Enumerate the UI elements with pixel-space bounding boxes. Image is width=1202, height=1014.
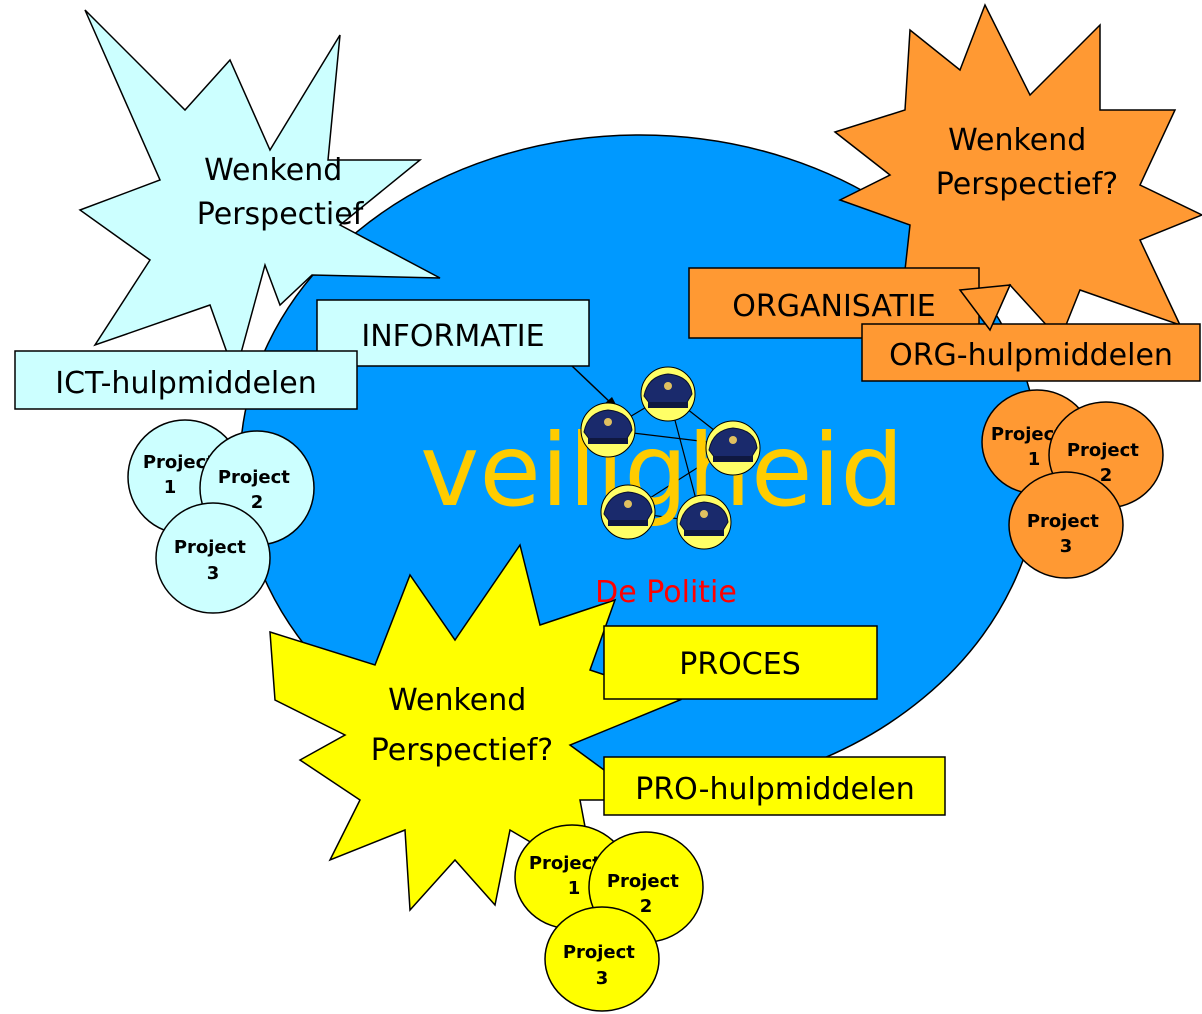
org-tools-label: ORG-hulpmiddelen bbox=[889, 338, 1173, 373]
ict-project-3 bbox=[155, 502, 271, 614]
police-cap-icon bbox=[640, 366, 696, 422]
org-tools-box bbox=[861, 323, 1201, 382]
ict-burst-line2: Perspectief bbox=[197, 197, 365, 232]
informatie-arrow bbox=[571, 365, 613, 405]
organisatie-burst-line2: Perspectief? bbox=[936, 167, 1118, 202]
proces-burst-line2: Perspectief? bbox=[371, 733, 553, 768]
pro-tools-label: PRO-hulpmiddelen bbox=[635, 772, 915, 807]
pro-tools-box bbox=[603, 756, 946, 816]
proces-burst-line1: Wenkend bbox=[388, 683, 526, 718]
svg-text:Project 2: Project 2 bbox=[218, 467, 296, 513]
organisatie-starburst-spike bbox=[958, 284, 1012, 332]
ict-burst-line1: Wenkend bbox=[204, 153, 342, 188]
ict-tools-box bbox=[14, 350, 358, 410]
informatie-label: INFORMATIE bbox=[361, 319, 544, 354]
organisatie-project-2-line1: Project bbox=[1067, 440, 1139, 461]
ict-project-1-line2: 1 bbox=[164, 477, 177, 498]
organisatie-project-3-line2: 3 bbox=[1060, 536, 1073, 557]
organisatie-starburst bbox=[833, 3, 1202, 342]
proces-project-3-line2: 3 bbox=[596, 968, 609, 989]
police-cap-icon bbox=[705, 420, 761, 476]
svg-text:Wenkend Perspectief?: Wenkend Perspectief? bbox=[936, 123, 1118, 202]
proces-label: PROCES bbox=[679, 647, 801, 682]
proces-project-1-line2: 1 bbox=[568, 878, 581, 899]
organisatie-project-1-line2: 1 bbox=[1028, 449, 1041, 470]
proces-project-3 bbox=[544, 906, 660, 1012]
center-title: veiligheid bbox=[420, 412, 904, 529]
ict-projects: Project 1 Project 2 Project 3 bbox=[127, 419, 315, 614]
proces-project-2-line2: 2 bbox=[640, 896, 653, 917]
organisatie-project-3 bbox=[1008, 471, 1124, 579]
ict-tools-label: ICT-hulpmiddelen bbox=[55, 366, 317, 401]
police-cap-icon bbox=[600, 484, 656, 540]
proces-project-1-line1: Project bbox=[529, 853, 601, 874]
svg-text:Wenkend Perspectief?: Wenkend Perspectief? bbox=[371, 683, 553, 768]
informatie-box bbox=[316, 299, 590, 367]
ict-project-3-line2: 3 bbox=[207, 563, 220, 584]
organisatie-project-1-line1: Project bbox=[991, 424, 1063, 445]
ict-project-1-line1: Project bbox=[143, 452, 215, 473]
svg-text:Project 3: Project 3 bbox=[563, 942, 641, 989]
proces-projects: Project 1 Project 2 Project 3 bbox=[514, 824, 704, 1012]
svg-text:Project 3: Project 3 bbox=[174, 537, 252, 584]
svg-text:Project 1: Project 1 bbox=[529, 853, 607, 899]
proces-box bbox=[603, 625, 878, 700]
svg-text:Project 2: Project 2 bbox=[1067, 440, 1145, 486]
proces-project-2-line1: Project bbox=[607, 871, 679, 892]
police-cap-icon bbox=[580, 402, 636, 458]
organisatie-project-2-line2: 2 bbox=[1100, 465, 1113, 486]
organisatie-label: ORGANISATIE bbox=[732, 289, 935, 324]
ict-project-3-line1: Project bbox=[174, 537, 246, 558]
police-cap-network bbox=[580, 366, 761, 550]
organisatie-projects: Project 1 Project 2 Project 3 bbox=[981, 389, 1164, 579]
ict-project-2-line2: 2 bbox=[251, 492, 264, 513]
svg-text:Wenkend Perspectief: Wenkend Perspectief bbox=[197, 153, 365, 232]
svg-text:Project 3: Project 3 bbox=[1027, 511, 1105, 557]
organisatie-project-3-line1: Project bbox=[1027, 511, 1099, 532]
proces-project-3-line1: Project bbox=[563, 942, 635, 963]
center-subtitle: De Politie bbox=[595, 575, 737, 610]
svg-text:Project 2: Project 2 bbox=[607, 871, 685, 917]
svg-text:Project 1: Project 1 bbox=[143, 452, 221, 498]
police-cap-icon bbox=[676, 494, 732, 550]
organisatie-burst-line1: Wenkend bbox=[948, 123, 1086, 158]
svg-text:Project 1: Project 1 bbox=[991, 424, 1069, 470]
ict-starburst bbox=[78, 9, 441, 378]
ict-project-2-line1: Project bbox=[218, 467, 290, 488]
